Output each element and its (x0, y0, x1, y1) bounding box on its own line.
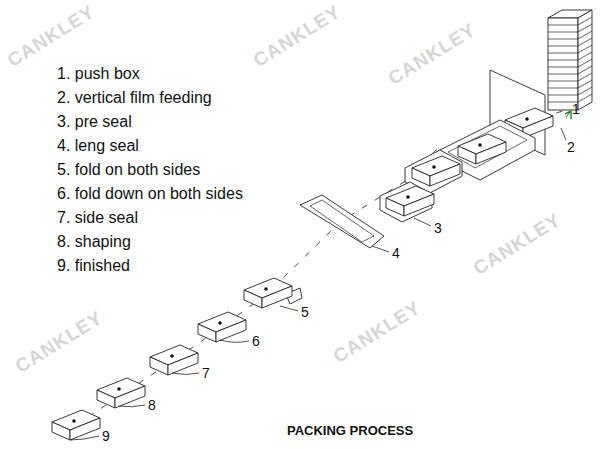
box-shape (458, 134, 506, 164)
callout-number: 5 (301, 305, 309, 319)
watermark: CANKLEY (470, 210, 564, 278)
step-list-item: 2. vertical film feeding (57, 90, 212, 106)
leader-line (220, 340, 249, 342)
watermark: CANKLEY (4, 2, 98, 70)
step-list-item: 1. push box (57, 66, 140, 82)
callout-number: 6 (252, 334, 260, 348)
watermark: CANKLEY (250, 2, 344, 70)
sealed-film (300, 195, 384, 248)
leader-line (372, 246, 389, 252)
callout-number: 7 (202, 366, 210, 380)
leader-line (119, 405, 145, 407)
step-list-item: 3. pre seal (57, 114, 132, 130)
box-shape (150, 345, 198, 375)
box-shape (97, 378, 145, 408)
callout-number: 3 (434, 221, 442, 235)
watermark: CANKLEY (330, 298, 424, 366)
leader-line (414, 218, 431, 226)
step-list-item: 5. fold on both sides (57, 162, 200, 178)
step-list-item: 9. finished (57, 258, 130, 274)
box-stack (548, 10, 592, 119)
callout-number: 4 (392, 246, 400, 260)
caption: PACKING PROCESS (287, 424, 413, 437)
box-shape (244, 278, 292, 308)
callout-number: 8 (148, 398, 156, 412)
callout-number: 1 (572, 102, 580, 116)
flow-dash-line (76, 110, 565, 425)
box-shape (52, 410, 100, 440)
leader-line (561, 128, 566, 140)
step-list-item: 8. shaping (57, 234, 131, 250)
step-list-item: 6. fold down on both sides (57, 186, 243, 202)
leader-line (566, 112, 570, 117)
box-shape (412, 156, 460, 186)
box-shape (198, 312, 246, 342)
callout-number: 2 (567, 140, 575, 154)
watermark: CANKLEY (385, 20, 479, 88)
step-list-item: 7. side seal (57, 210, 138, 226)
watermark: CANKLEY (12, 308, 106, 376)
leader-line (70, 436, 99, 440)
leader-line (280, 306, 298, 311)
box-shape (386, 186, 434, 216)
sealed-film (310, 200, 374, 242)
step-list-item: 4. leng seal (57, 138, 139, 154)
callout-number: 9 (102, 429, 110, 443)
leader-line (172, 373, 199, 375)
